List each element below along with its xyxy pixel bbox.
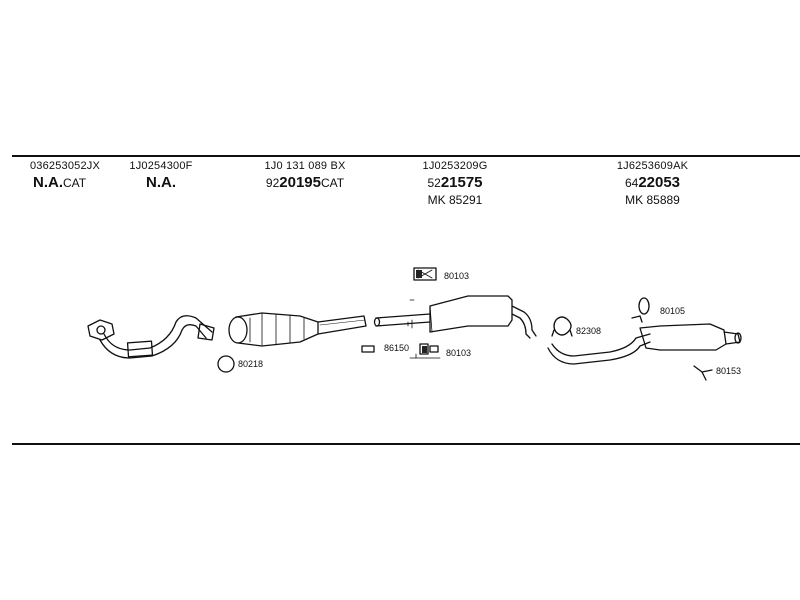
bottom-rule [12, 443, 800, 445]
part-label-80153: 80153 [716, 366, 742, 376]
part-number-bold: N.A. [146, 174, 176, 191]
part-number-bold: 22053 [638, 174, 681, 191]
part-number-prefix: 64 [624, 176, 639, 190]
part-code: 1J0253209G [422, 160, 488, 172]
clamp-86150-drawing [361, 345, 375, 353]
part-label-80105: 80105 [660, 306, 686, 316]
part-number: 9220195CAT [255, 174, 355, 191]
column-middle-silencer: 1J0253209G 5221575 MK 85291 [410, 160, 500, 207]
middle-silencer-drawing [373, 295, 537, 339]
rear-silencer-drawing [547, 323, 742, 365]
part-code: 1J6253609AK [616, 160, 689, 172]
ring-80218-drawing [217, 355, 235, 373]
front-pipe-drawing [87, 315, 215, 359]
clamp-82308-drawing [551, 316, 573, 337]
part-number-bold: N.A. [33, 174, 63, 191]
part-number: N.A.CAT [25, 174, 105, 191]
part-label-80103-top: 80103 [444, 271, 470, 281]
part-code: 1J0254300F [129, 160, 193, 172]
part-number-prefix: 92 [265, 176, 280, 190]
part-number-bold: 21575 [440, 174, 483, 191]
part-label-82308: 82308 [576, 326, 602, 336]
bracket-80153-drawing [693, 365, 713, 381]
part-label-80218: 80218 [238, 359, 264, 369]
part-number: N.A. [125, 174, 197, 191]
part-label-80103-bottom: 80103 [446, 348, 472, 358]
mk-number: MK 85889 [625, 193, 680, 207]
hanger-80103-top-drawing [409, 267, 437, 301]
hanger-80103-bottom-drawing [409, 343, 441, 359]
part-number-suffix: CAT [320, 176, 345, 190]
part-code: 1J0 131 089 BX [264, 160, 346, 172]
top-rule [12, 155, 800, 157]
column-mid-pipe: 1J0254300F N.A. [125, 160, 197, 191]
hanger-80105-drawing [631, 297, 650, 323]
column-catalytic-converter: 1J0 131 089 BX 9220195CAT [255, 160, 355, 191]
part-label-86150: 86150 [384, 343, 410, 353]
catalytic-converter-drawing [228, 312, 367, 347]
part-number-bold: 20195 [279, 174, 321, 191]
mk-number: MK 85291 [427, 193, 483, 207]
column-rear-silencer: 1J6253609AK 6422053 MK 85889 [605, 160, 700, 207]
column-front-pipe: 036253052JX N.A.CAT [25, 160, 105, 191]
part-number-suffix: CAT [63, 176, 87, 190]
part-code: 036253052JX [29, 160, 101, 172]
part-number: 6422053 [605, 174, 700, 191]
part-number: 5221575 [410, 174, 500, 191]
part-number-prefix: 52 [427, 176, 441, 190]
